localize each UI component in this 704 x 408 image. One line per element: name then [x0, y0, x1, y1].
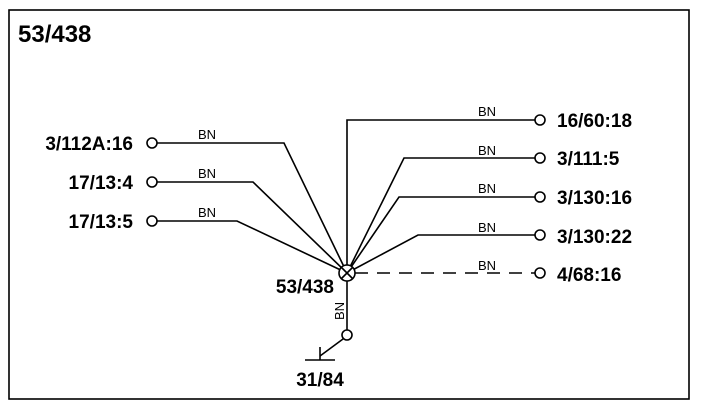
wire-line: [346, 157, 535, 274]
wire-color-label: BN: [198, 166, 216, 181]
right-connection-4: BN 3/130:22: [346, 220, 632, 274]
wire-color-label: BN: [198, 127, 216, 142]
connection-label: 3/130:16: [557, 188, 632, 209]
wire-line: [346, 119, 535, 273]
ground-icon: [305, 338, 344, 361]
wire-line: [157, 142, 348, 274]
ground-label: 31/84: [296, 370, 344, 391]
right-connection-5: BN 4/68:16: [355, 258, 621, 286]
wire-color-label: BN: [478, 143, 496, 158]
wire-line: [346, 196, 535, 274]
terminal-icon: [534, 114, 546, 126]
left-connection-3: 17/13:5 BN: [69, 205, 348, 274]
wire-color-label: BN: [478, 220, 496, 235]
terminal-icon: [146, 137, 158, 149]
connection-label: 3/111:5: [557, 149, 620, 170]
connection-label: 16/60:18: [557, 111, 632, 132]
right-connection-2: BN 3/111:5: [346, 143, 620, 274]
terminal-icon: [534, 229, 546, 241]
wire-color-label: BN: [478, 258, 496, 273]
right-connection-3: BN 3/130:16: [346, 181, 632, 274]
splice-point-icon: [338, 264, 356, 282]
connection-label: 17/13:4: [69, 173, 134, 194]
connection-label: 3/112A:16: [45, 134, 133, 155]
ground-wire-color-label: BN: [332, 302, 347, 320]
left-connection-2: 17/13:4 BN: [69, 166, 348, 274]
terminal-icon: [534, 267, 546, 279]
terminal-icon: [146, 176, 158, 188]
diagram-title: 53/438: [18, 21, 91, 48]
wire-line: [346, 234, 535, 274]
wire-color-label: BN: [478, 181, 496, 196]
ground-terminal-icon: [341, 329, 353, 341]
connection-label: 4/68:16: [557, 265, 621, 286]
terminal-icon: [146, 215, 158, 227]
wire-line: [157, 181, 348, 274]
wire-color-label: BN: [198, 205, 216, 220]
left-connection-1: 3/112A:16 BN: [45, 127, 348, 274]
connection-label: 17/13:5: [69, 212, 134, 233]
right-connection-1: BN 16/60:18: [346, 104, 632, 273]
wire-line: [157, 220, 348, 274]
diagram-frame: [8, 9, 690, 400]
wire-color-label: BN: [478, 104, 496, 119]
terminal-icon: [534, 191, 546, 203]
connection-label: 3/130:22: [557, 227, 632, 248]
splice-label: 53/438: [276, 277, 334, 298]
terminal-icon: [534, 152, 546, 164]
